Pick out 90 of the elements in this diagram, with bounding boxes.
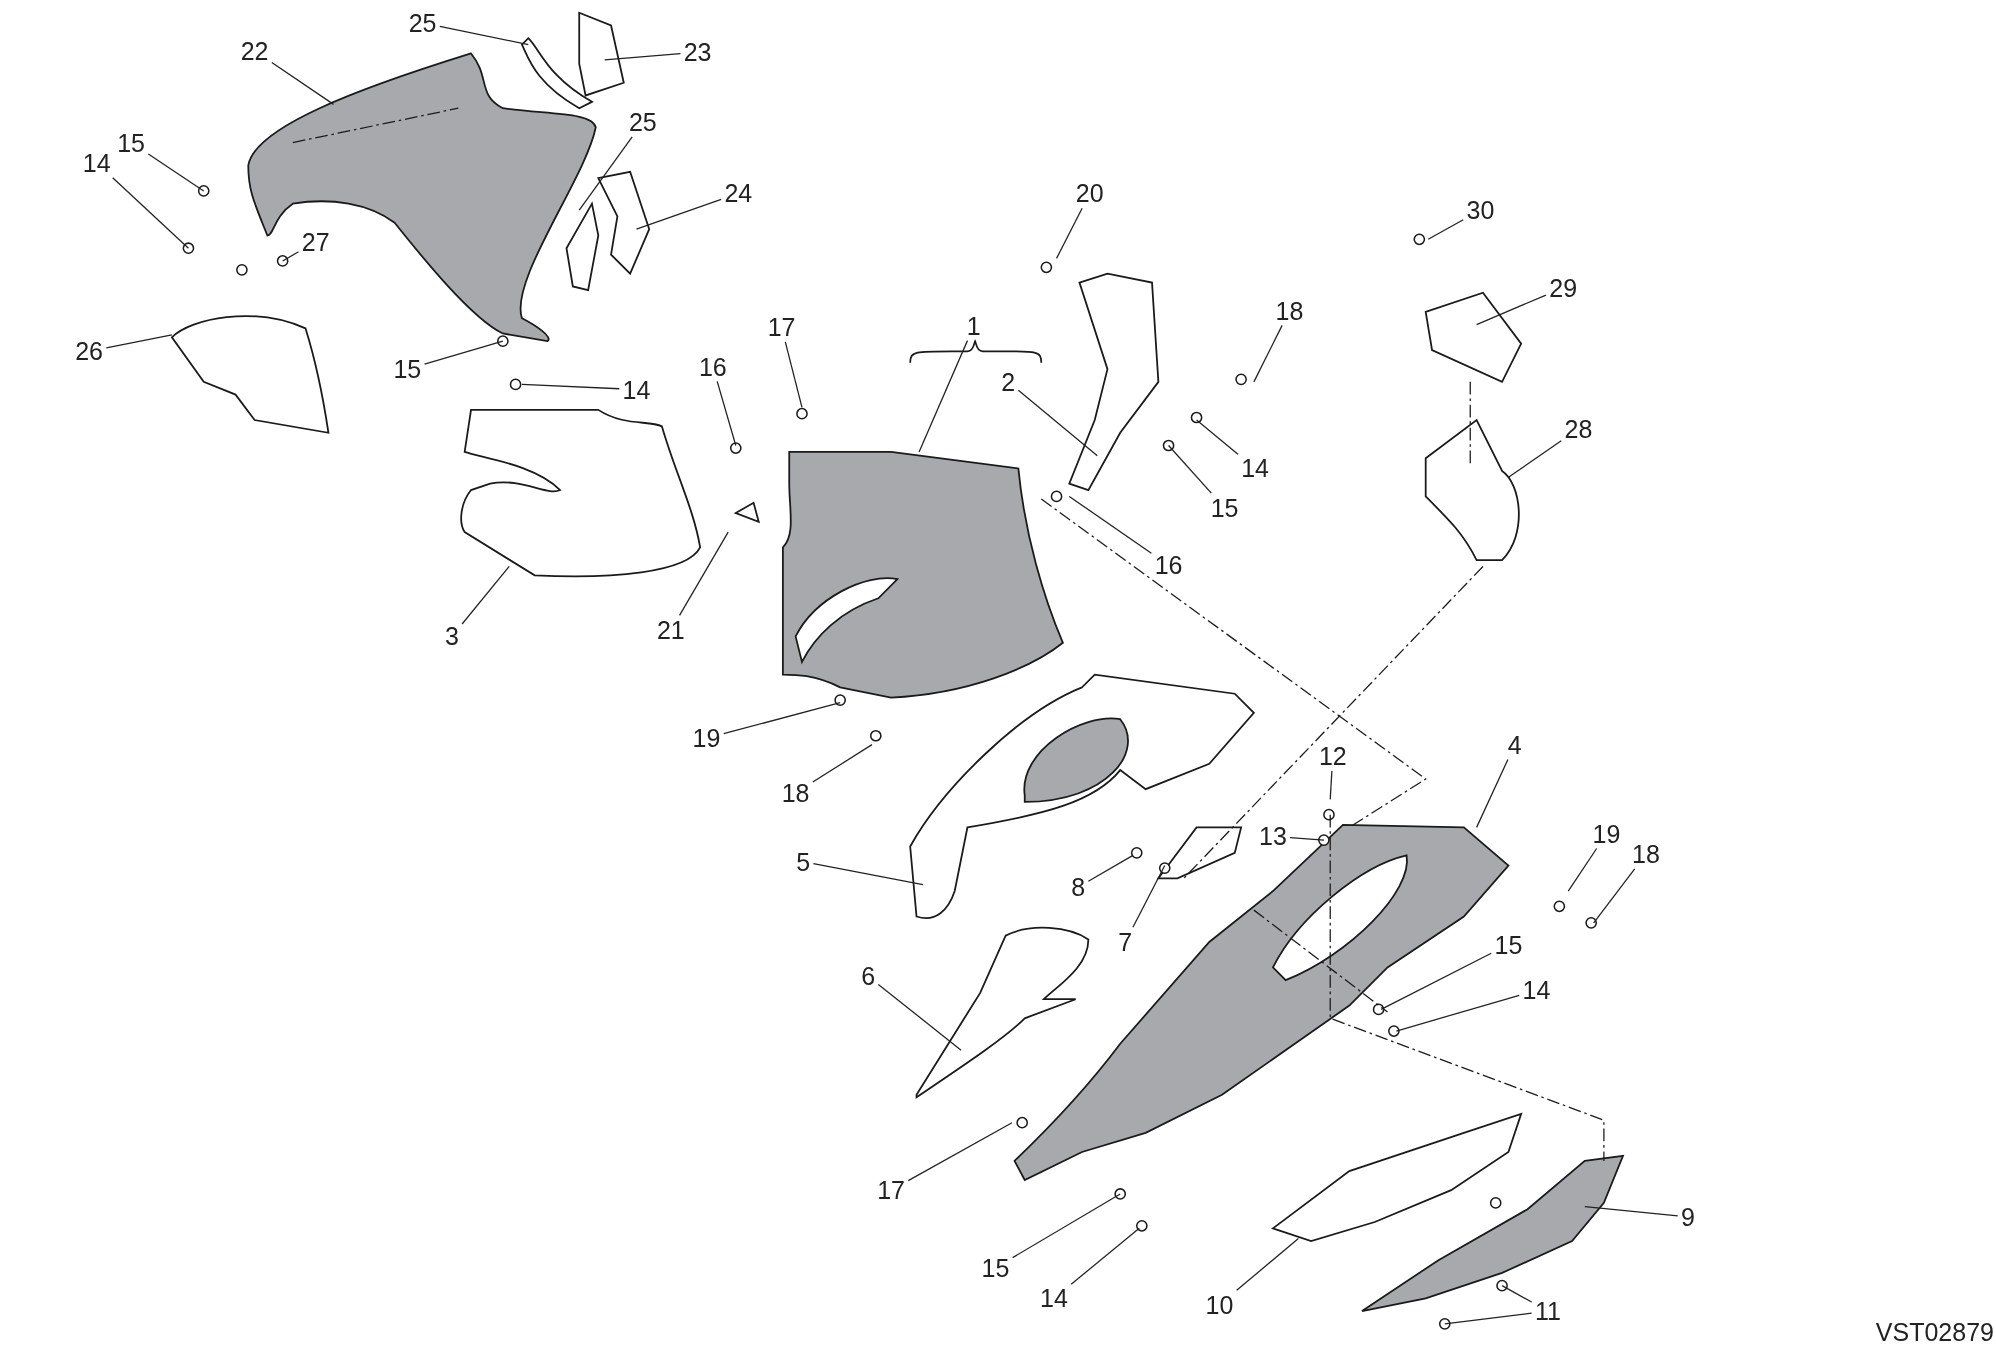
leader-line: [1567, 847, 1598, 892]
callout-number: 15: [979, 1254, 1012, 1282]
callout-number: 5: [794, 848, 813, 876]
callout-number: 6: [859, 962, 878, 990]
leader-line: [723, 702, 841, 735]
callout-number: 25: [406, 9, 439, 37]
callout-number: 7: [1116, 928, 1135, 956]
leader-line: [1070, 1227, 1140, 1285]
leader-line: [918, 340, 969, 453]
leader-line: [105, 334, 173, 349]
leader-line: [147, 153, 205, 192]
leader-line: [1017, 389, 1098, 457]
drawing-code: VST02879: [1874, 1318, 1995, 1345]
leader-line: [1195, 419, 1239, 455]
leader-line: [439, 25, 529, 46]
callout-number: 27: [299, 228, 332, 256]
leader-line: [812, 744, 873, 783]
callout-number: 19: [690, 724, 723, 752]
leader-line: [1501, 1285, 1533, 1303]
leader-line: [578, 136, 633, 211]
callout-number: 8: [1069, 873, 1088, 901]
callout-number: 30: [1464, 196, 1497, 224]
callout-number: 12: [1316, 742, 1349, 770]
leader-line: [1427, 219, 1464, 240]
callout-number: 16: [696, 353, 729, 381]
callout-number: 11: [1532, 1297, 1563, 1325]
leader-line: [877, 983, 962, 1051]
leader-line: [1593, 868, 1636, 924]
leader-line: [635, 198, 722, 230]
callout-number: 25: [626, 108, 659, 136]
callout-number: 24: [722, 180, 755, 207]
callout-number: 19: [1590, 820, 1623, 848]
callout-number: 18: [1273, 297, 1306, 325]
leader-line: [1068, 495, 1152, 554]
leader-line: [678, 531, 729, 616]
callout-number: 29: [1547, 274, 1580, 302]
leader-line: [1055, 207, 1083, 260]
leader-line: [271, 61, 335, 105]
leader-line: [112, 177, 190, 249]
callout-number: 15: [391, 355, 424, 383]
leader-line: [812, 863, 924, 886]
callout-number: 28: [1562, 415, 1595, 443]
leader-line: [1507, 440, 1562, 478]
leader-line: [1167, 444, 1212, 494]
callout-number: 20: [1073, 180, 1106, 207]
callout-number: 4: [1505, 731, 1524, 759]
callout-number: 14: [620, 376, 653, 403]
leader-line: [1132, 864, 1166, 928]
callout-number: 21: [654, 616, 687, 644]
callout-number: 14: [1520, 976, 1553, 1004]
leader-line: [1253, 324, 1283, 383]
callout-number: 1: [964, 312, 983, 340]
leader-line: [907, 1122, 1013, 1182]
leader-line: [423, 340, 504, 365]
callout-number: 17: [765, 313, 798, 341]
callout-number: 9: [1679, 1203, 1697, 1231]
leader-line: [1444, 1312, 1533, 1325]
callout-number: 14: [1239, 454, 1272, 482]
callout-number: 22: [238, 37, 271, 65]
leader-line: [1584, 1206, 1679, 1217]
callout-number: 15: [1208, 494, 1241, 522]
leader-line: [1087, 854, 1134, 882]
callout-number: 2: [999, 368, 1018, 396]
leader-line: [1236, 1237, 1300, 1291]
callout-number: 17: [875, 1176, 907, 1204]
leader-line: [716, 380, 737, 447]
leader-line: [604, 52, 682, 61]
leader-line: [1475, 758, 1509, 828]
leader-line: [1329, 770, 1333, 800]
callout-number: 3: [442, 622, 461, 650]
callout-number: 23: [681, 38, 714, 66]
leader-line: [1380, 952, 1492, 1011]
leader-line: [1395, 994, 1520, 1032]
callout-number: 15: [1492, 931, 1525, 959]
callout-number: 26: [73, 337, 105, 365]
leader-line: [1289, 836, 1325, 841]
callout-number: 18: [1630, 840, 1662, 868]
callout-number: 18: [779, 779, 812, 807]
leader-line: [282, 251, 300, 262]
leader-line: [461, 565, 510, 625]
leader-line: [1475, 294, 1547, 326]
callout-number: 10: [1203, 1291, 1236, 1319]
callout-number: 14: [80, 149, 113, 177]
callout-number: 14: [1038, 1284, 1070, 1312]
callout-number: 13: [1257, 822, 1289, 850]
callout-number: 16: [1152, 551, 1185, 579]
leader-line: [784, 341, 803, 408]
callout-number: 15: [115, 129, 147, 157]
leader-line: [1012, 1193, 1121, 1259]
leader-line: [521, 383, 620, 390]
